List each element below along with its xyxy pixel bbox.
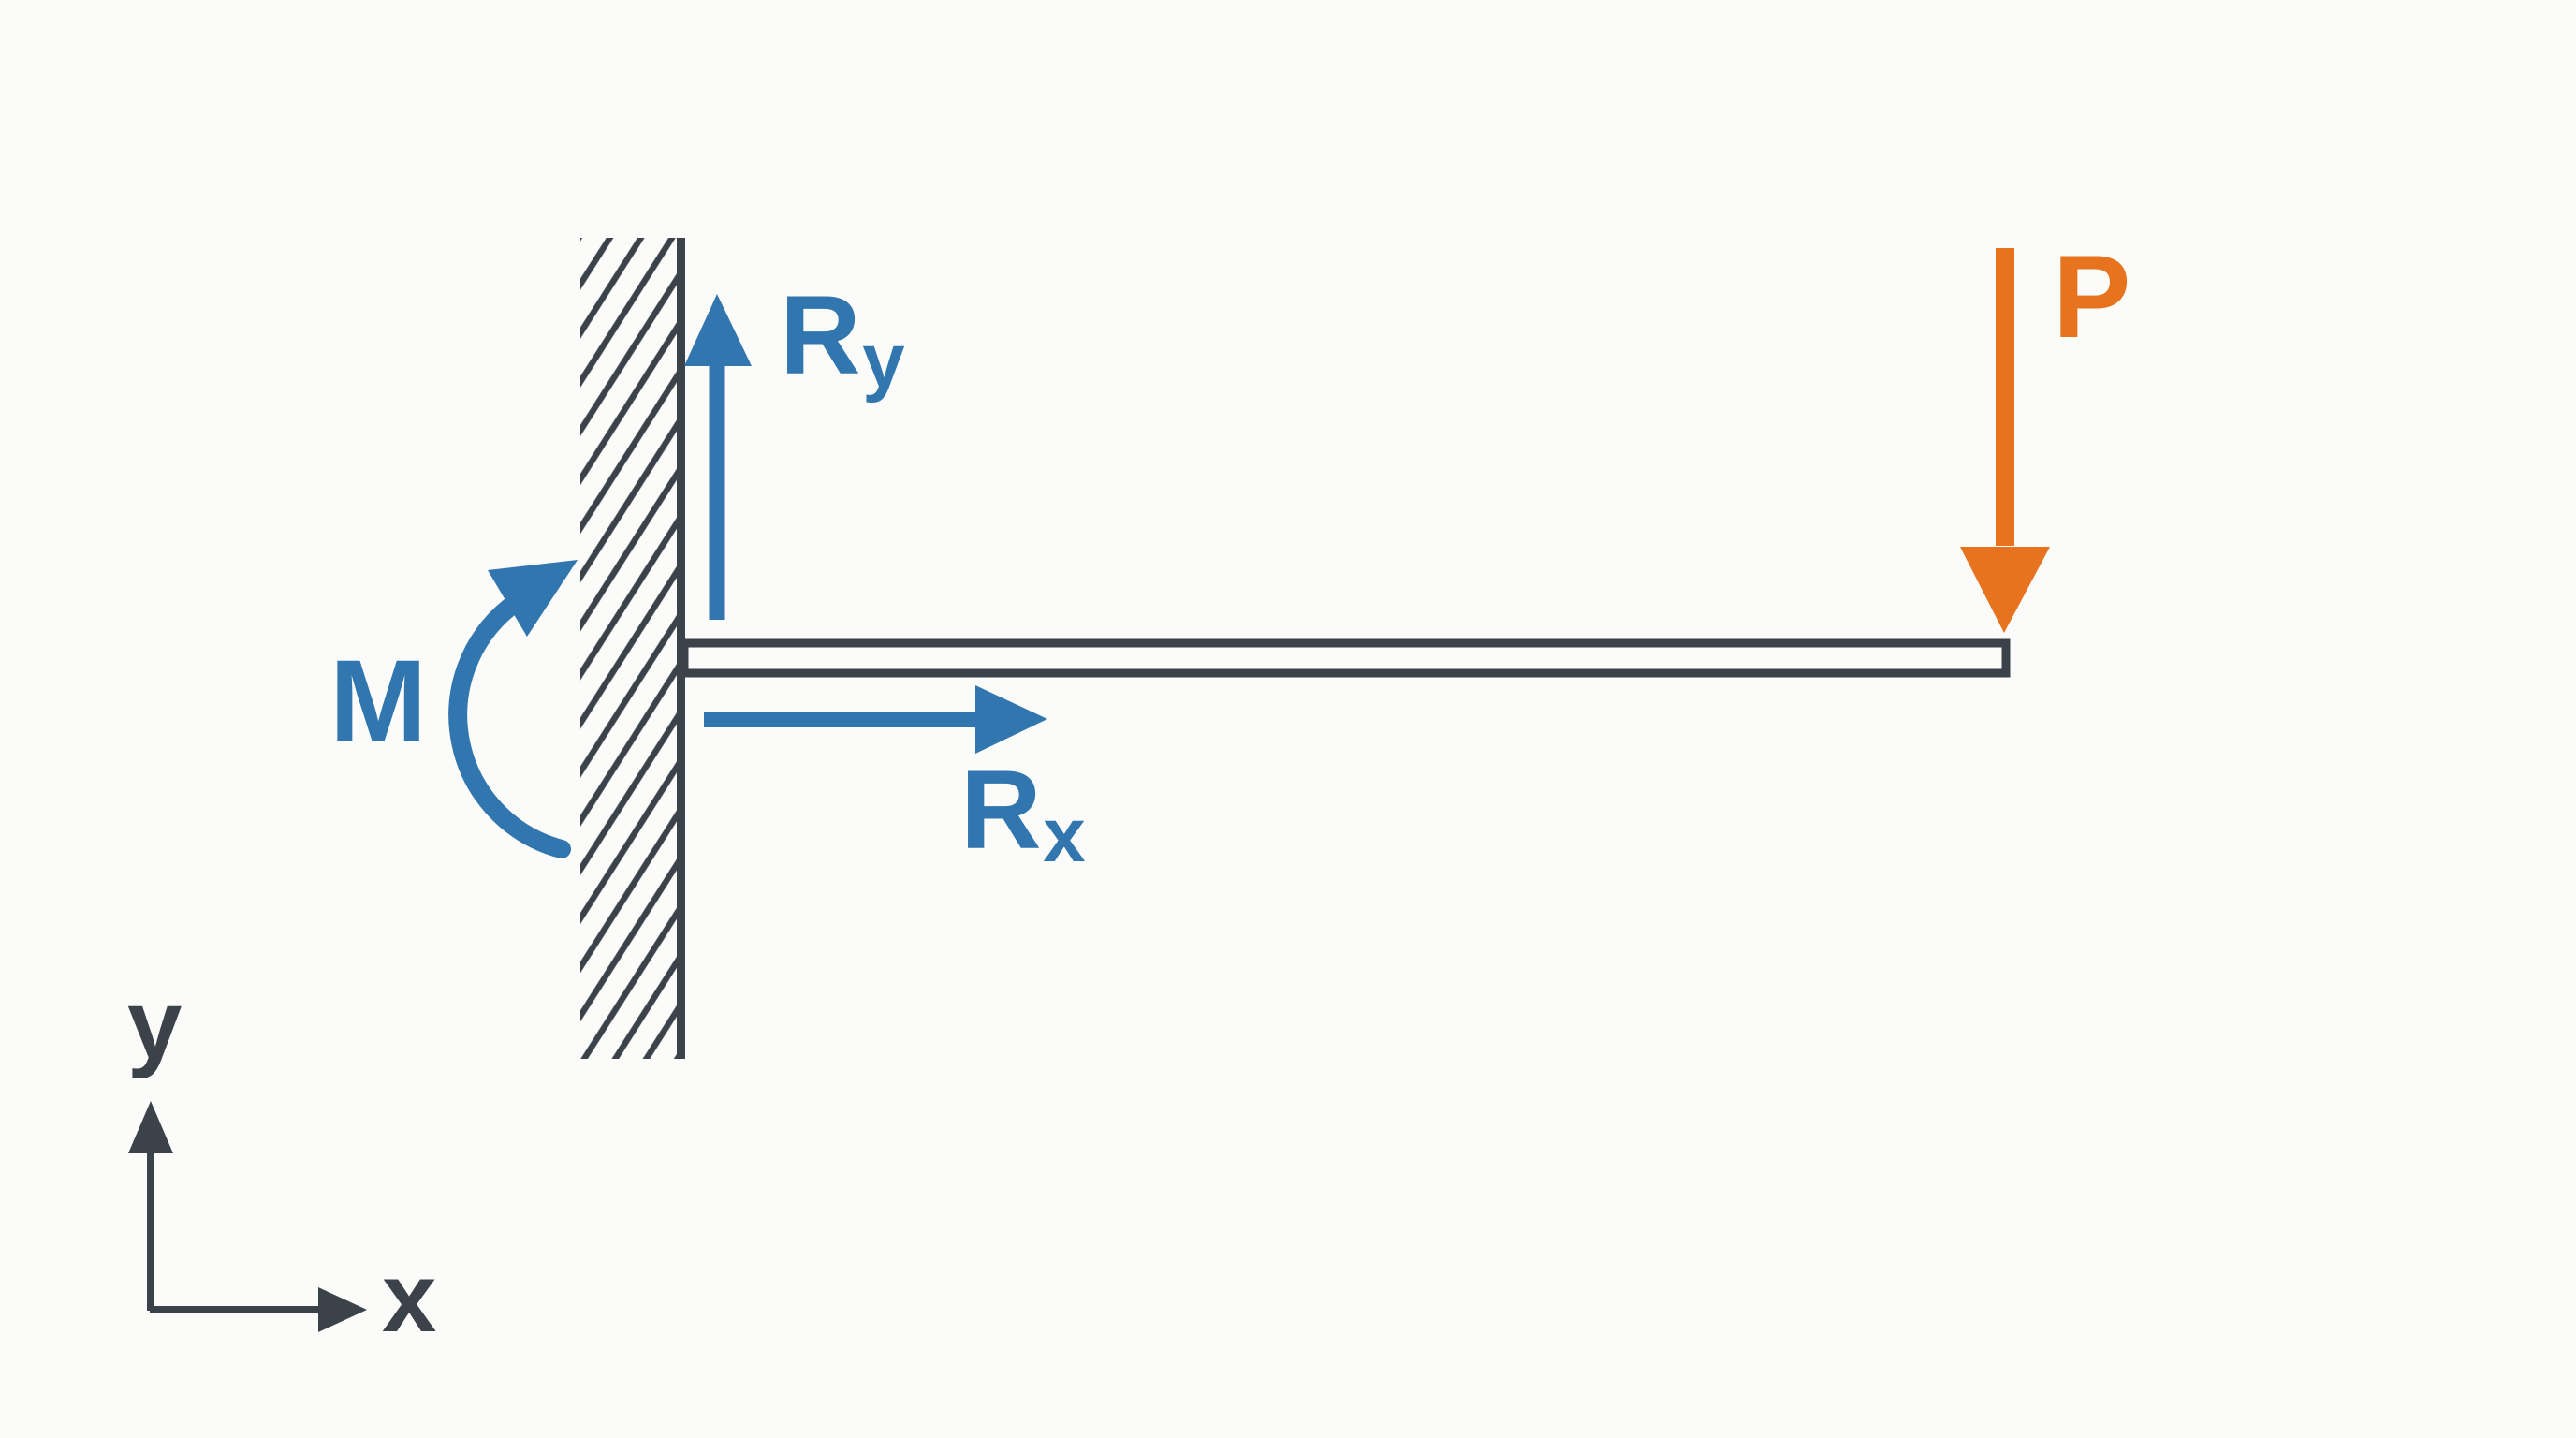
reaction-x-label-subscript: x (1043, 792, 1086, 878)
wall-hatching (580, 238, 677, 1059)
coordinate-axes (128, 1101, 367, 1332)
reaction-x-arrow (704, 685, 1047, 754)
reaction-x-arrowhead-icon (975, 685, 1047, 754)
fixed-support (580, 238, 685, 1059)
moment-arrow (448, 560, 578, 858)
reaction-y-label: Ry (780, 272, 905, 403)
x-axis-line (150, 1306, 318, 1313)
reaction-y-label-subscript: y (862, 317, 905, 404)
y-axis-line (147, 1133, 154, 1311)
reaction-x-arrow-shaft (704, 712, 975, 727)
reaction-y-label-base: R (780, 272, 861, 398)
load-label: P (2053, 232, 2131, 362)
beam (680, 638, 2011, 678)
x-axis-label: x (382, 1243, 437, 1353)
y-axis-label: y (127, 970, 183, 1079)
reaction-y-arrowhead-icon (684, 294, 752, 366)
y-axis-arrowhead-icon (128, 1101, 173, 1153)
moment-label: M (329, 637, 428, 767)
x-axis-arrowhead-icon (318, 1287, 367, 1332)
reaction-x-label: Rx (960, 747, 1086, 877)
reaction-y-arrow (684, 294, 752, 620)
reaction-x-label-base: R (960, 747, 1042, 873)
moment-arc (448, 597, 571, 858)
load-arrow-shaft (1996, 248, 2014, 546)
load-arrowhead-icon (1960, 547, 2050, 633)
moment-arrowhead-icon (488, 560, 578, 637)
load-arrow (1960, 248, 2050, 633)
reaction-y-arrow-shaft (709, 363, 725, 620)
